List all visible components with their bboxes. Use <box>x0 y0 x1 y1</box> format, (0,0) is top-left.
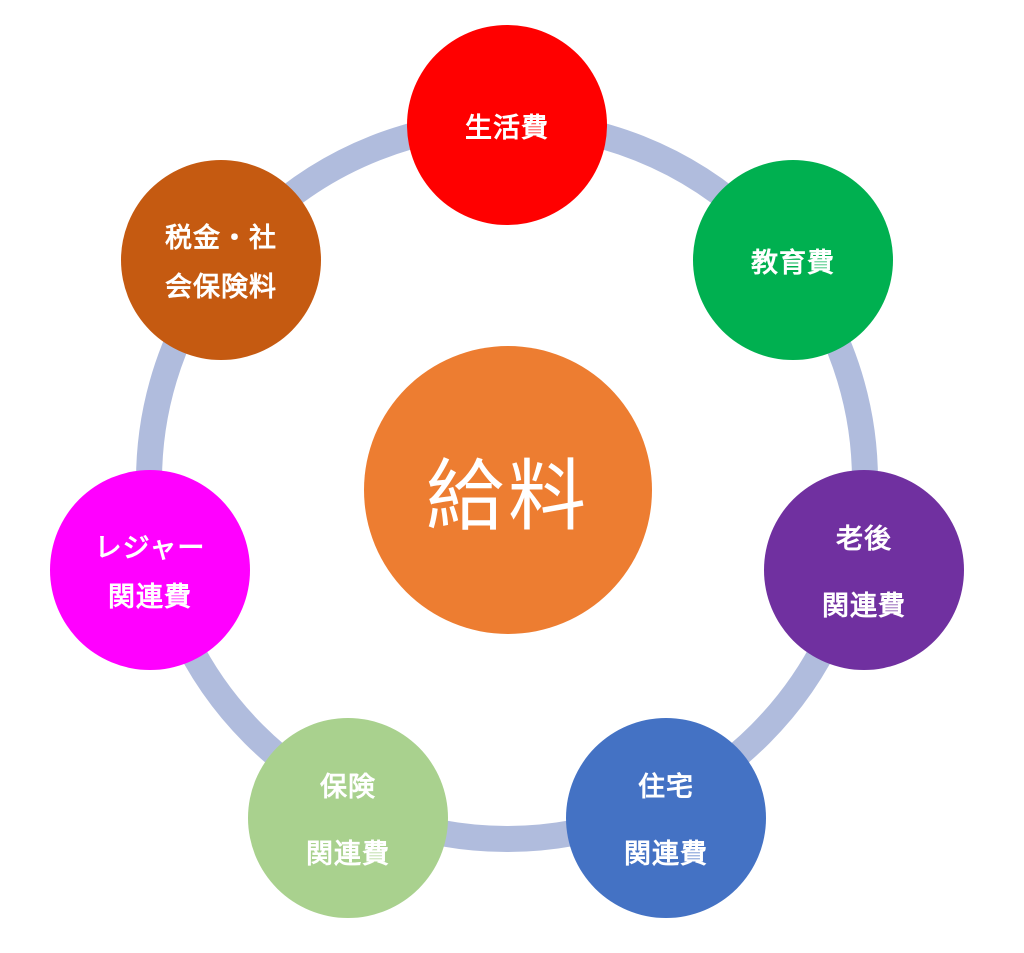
node-tax-label-line1: 税金・社 <box>165 223 277 254</box>
node-insurance-label-line1: 保険 <box>320 772 376 803</box>
node-retirement-label-line2: 関連費 <box>822 591 906 622</box>
node-education-label: 教育費 <box>751 247 835 279</box>
node-housing-label-line2: 関連費 <box>624 839 708 870</box>
node-tax-label-line2: 会保険料 <box>165 272 277 303</box>
node-leisure-label-line2: 関連費 <box>108 582 192 613</box>
node-leisure-expenses: レジャー 関連費 <box>50 470 250 670</box>
center-salary-label: 給料 <box>425 452 590 542</box>
node-education-expenses: 教育費 <box>693 160 893 360</box>
node-living-label: 生活費 <box>465 112 549 144</box>
node-tax-social-insurance: 税金・社 会保険料 <box>121 160 321 360</box>
node-retirement-expenses: 老後 関連費 <box>764 470 964 670</box>
center-salary-node: 給料 <box>364 346 652 634</box>
node-retirement-label-line1: 老後 <box>836 524 892 555</box>
node-leisure-label-line1: レジャー <box>94 533 206 564</box>
node-insurance-label-line2: 関連費 <box>306 839 390 870</box>
node-insurance-expenses: 保険 関連費 <box>248 718 448 918</box>
node-living-expenses: 生活費 <box>407 25 607 225</box>
node-housing-label-line1: 住宅 <box>638 772 694 803</box>
node-housing-expenses: 住宅 関連費 <box>566 718 766 918</box>
